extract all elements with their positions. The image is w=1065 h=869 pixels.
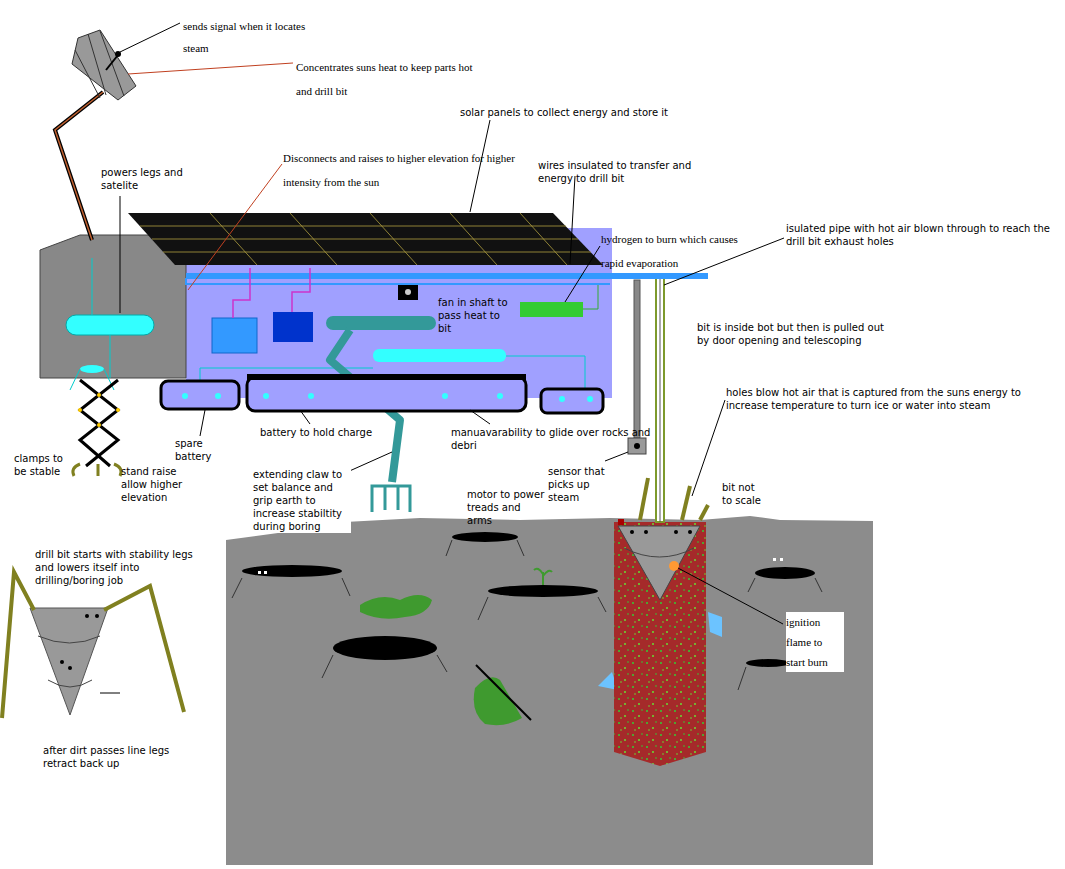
callout-label: powers legs and satelite: [101, 166, 191, 192]
callout-label: after dirt passes line legs retract back…: [43, 744, 193, 770]
callout-label: wires insulated to transfer and energy t…: [538, 159, 703, 185]
callout-label: bit not to scale: [722, 481, 762, 507]
callout-label: fan in shaft to pass heat to bit: [438, 296, 508, 335]
callout-label: extending claw to set balance and grip e…: [253, 468, 351, 533]
callout-label: battery to hold charge: [260, 426, 430, 439]
callout-label: solar panels to collect energy and store…: [460, 106, 690, 119]
callout-label: Concentrates suns heat to keep parts hot…: [296, 55, 476, 103]
callout-label: isulated pipe with hot air blown through…: [786, 222, 1056, 248]
callout-label: motor to power treads and arms: [467, 488, 547, 527]
callout-label: Disconnects and raises to higher elevati…: [283, 146, 543, 194]
callout-label: bit is inside bot but then is pulled out…: [697, 321, 897, 347]
callout-label: hydrogen to burn which causes rapid evap…: [601, 227, 751, 275]
callout-label: manuavarability to glide over rocks and …: [451, 426, 661, 452]
callout-label: sends signal when it locates steam: [183, 15, 313, 59]
callout-label: drill bit starts with stability legs and…: [35, 548, 210, 587]
callout-label: holes blow hot air that is captured from…: [726, 386, 1056, 412]
callout-label: spare battery: [175, 437, 230, 463]
callout-label: stand raise allow higher elevation: [121, 465, 196, 504]
callout-label: ignition flame to start burn: [786, 612, 844, 672]
callout-label: sensor that picks up steam: [548, 465, 620, 504]
callout-label: clamps to be stable: [14, 452, 66, 478]
